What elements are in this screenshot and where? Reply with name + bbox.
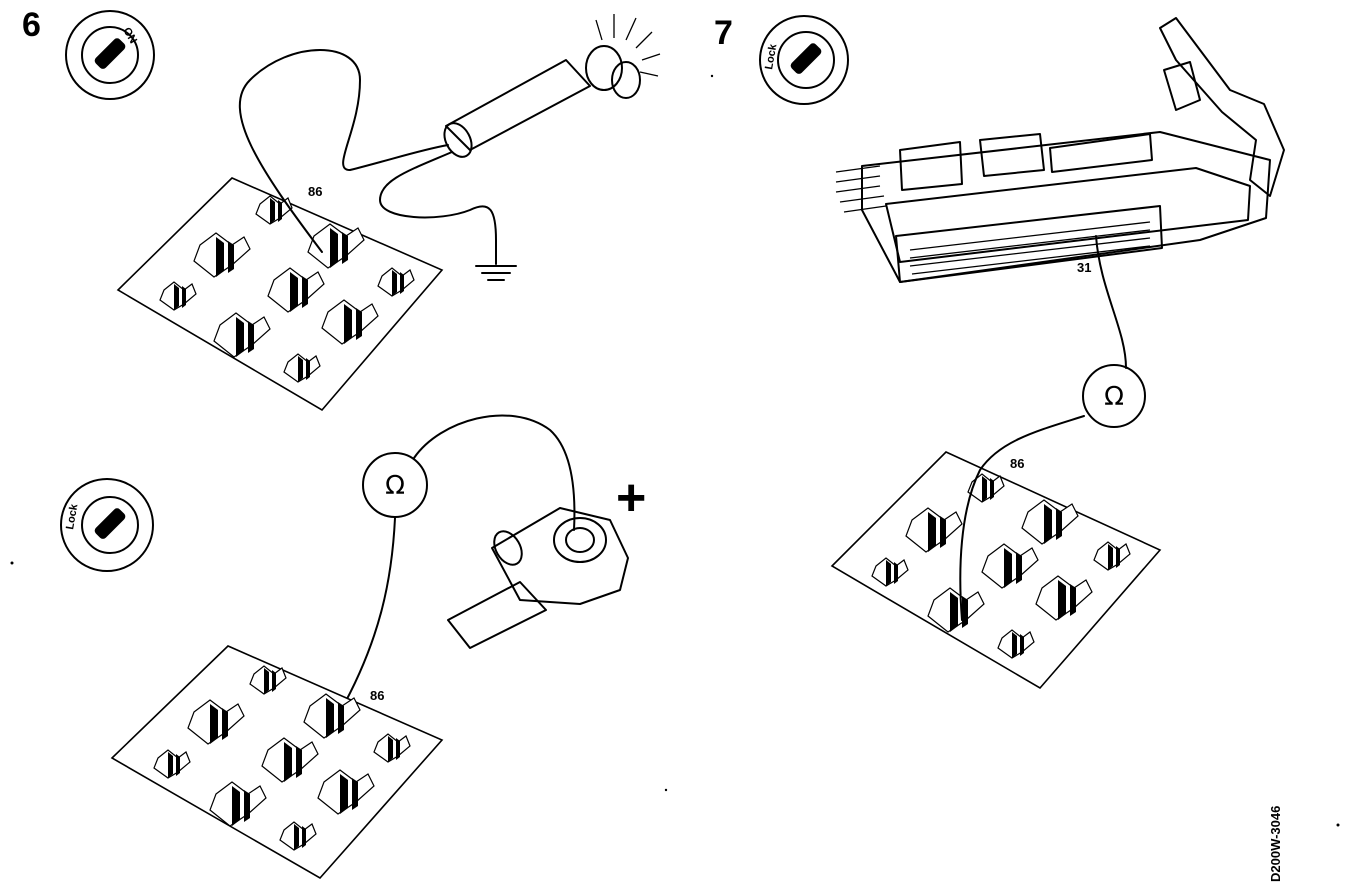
switch-label-lock: Lock bbox=[763, 42, 779, 70]
pin-label-86: 86 bbox=[308, 184, 322, 199]
ecu-connector-icon bbox=[835, 17, 1285, 283]
relay-board bbox=[116, 177, 444, 412]
meter-lead-terminal bbox=[413, 414, 576, 531]
pin-label-86: 86 bbox=[1010, 456, 1024, 471]
meter-lead-relay bbox=[959, 415, 1085, 621]
step-number-6: 6 bbox=[22, 6, 41, 44]
meter-lead-relay bbox=[339, 517, 396, 713]
test-lamp-icon bbox=[443, 14, 661, 158]
ignition-switch-on-icon: ON bbox=[65, 10, 155, 100]
ohmmeter-icon: Ω bbox=[1082, 364, 1146, 428]
connector-lead bbox=[1095, 235, 1127, 369]
ignition-switch-lock-icon: Lock bbox=[60, 478, 154, 572]
test-lamp-lead bbox=[239, 49, 449, 253]
ohmmeter-icon: Ω bbox=[362, 452, 428, 518]
ground-symbol-icon bbox=[475, 265, 517, 281]
ground-lead bbox=[379, 151, 497, 265]
ignition-switch-lock-icon: Lock bbox=[759, 15, 849, 105]
document-id: D200W-3046 bbox=[1268, 806, 1283, 882]
battery-terminal-icon bbox=[447, 507, 629, 649]
positive-terminal-label: + bbox=[616, 469, 646, 527]
ohm-symbol: Ω bbox=[385, 471, 405, 501]
step-number-7: 7 bbox=[714, 14, 733, 52]
switch-label-lock: Lock bbox=[64, 502, 80, 530]
ohm-symbol: Ω bbox=[1104, 382, 1124, 412]
relay-board bbox=[830, 451, 1162, 690]
relay-board bbox=[110, 645, 444, 880]
pin-label-86: 86 bbox=[370, 688, 384, 703]
connector-pin-label-31: 31 bbox=[1077, 260, 1091, 275]
